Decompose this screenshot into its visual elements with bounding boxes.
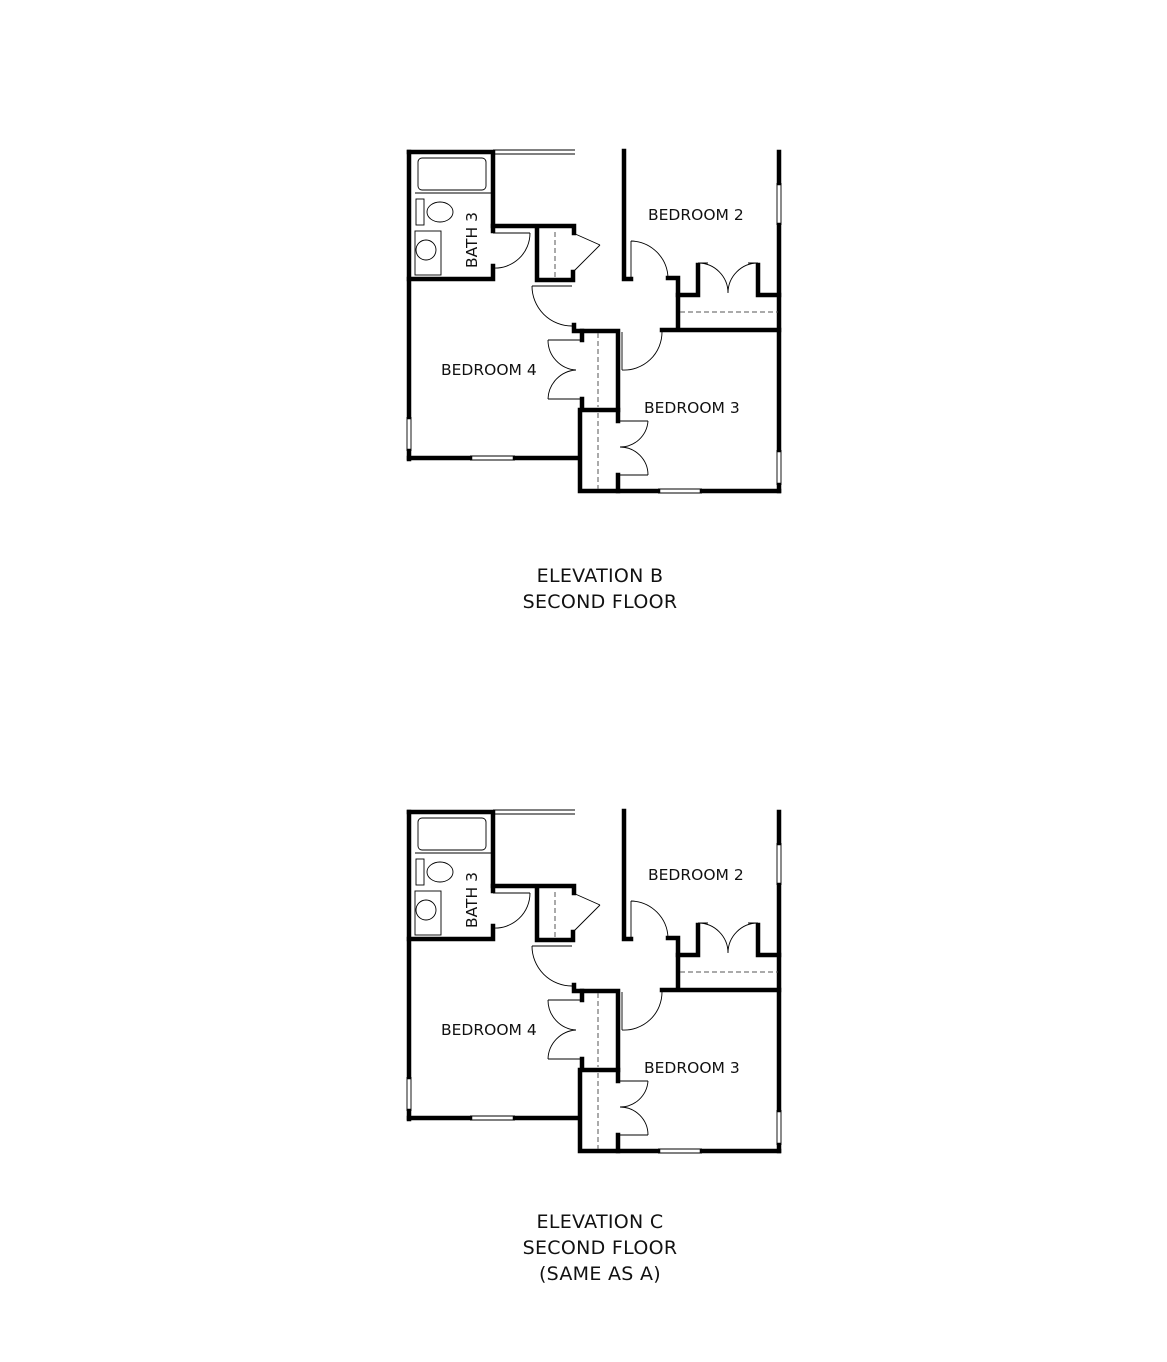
floor-plan-elevation-c: BEDROOM 2 BEDROOM 3 BEDROOM 4 BATH 3 bbox=[407, 810, 781, 1153]
caption-line: ELEVATION C bbox=[536, 1211, 664, 1233]
room-label-bath-3: BATH 3 bbox=[463, 212, 481, 268]
floor-plan-elevation-b: BEDROOM 2 BEDROOM 3 BEDROOM 4 BATH 3 bbox=[407, 150, 781, 493]
floor-plan-drawing bbox=[407, 810, 781, 1153]
room-label-bedroom-2: BEDROOM 2 bbox=[648, 866, 744, 884]
caption-line: SECOND FLOOR bbox=[522, 591, 678, 613]
room-label-bedroom-3: BEDROOM 3 bbox=[644, 1059, 740, 1077]
caption-line: SECOND FLOOR bbox=[522, 1237, 678, 1259]
floor-plan-drawing bbox=[407, 150, 781, 493]
room-label-bath-3: BATH 3 bbox=[463, 872, 481, 928]
room-label-bedroom-4: BEDROOM 4 bbox=[441, 361, 537, 379]
caption-elevation-b: ELEVATION B SECOND FLOOR bbox=[0, 563, 1167, 615]
caption-line: ELEVATION B bbox=[536, 565, 664, 587]
room-label-bedroom-4: BEDROOM 4 bbox=[441, 1021, 537, 1039]
caption-line: (SAME AS A) bbox=[538, 1263, 662, 1285]
room-label-bedroom-3: BEDROOM 3 bbox=[644, 399, 740, 417]
caption-elevation-c: ELEVATION C SECOND FLOOR (SAME AS A) bbox=[0, 1209, 1167, 1287]
room-label-bedroom-2: BEDROOM 2 bbox=[648, 206, 744, 224]
